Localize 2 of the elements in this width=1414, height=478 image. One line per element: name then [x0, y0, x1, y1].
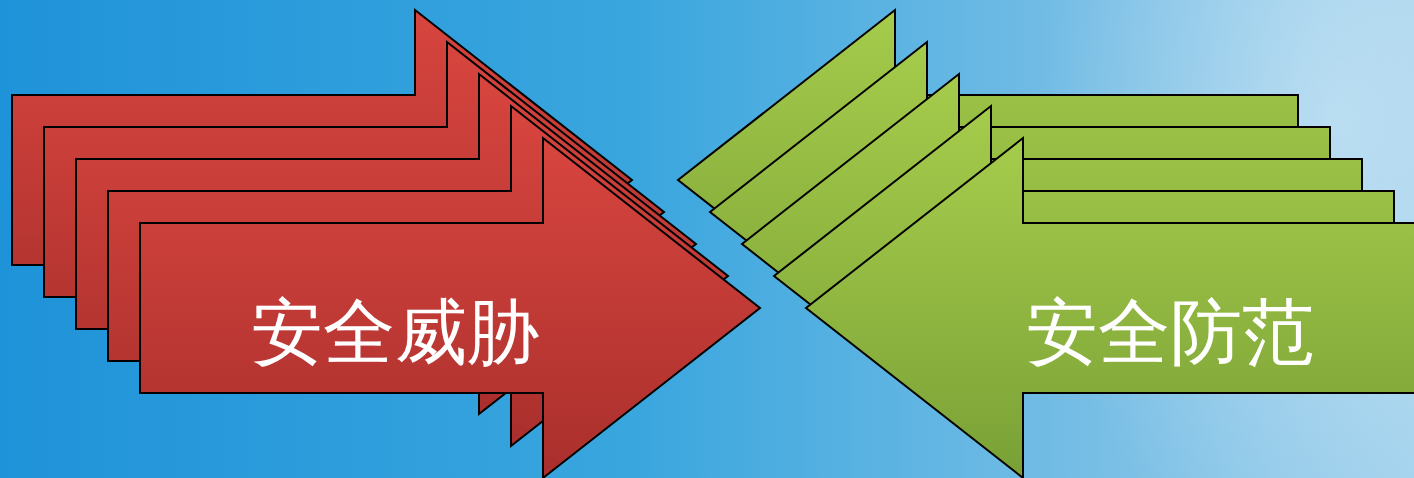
arrow-label: 安全威胁 [251, 296, 539, 368]
arrow-label: 安全防范 [1026, 296, 1314, 368]
